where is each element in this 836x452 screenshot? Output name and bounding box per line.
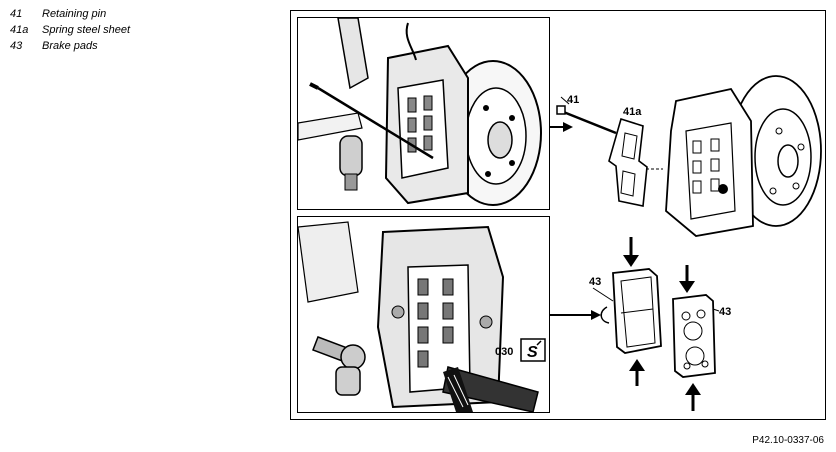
tool-symbol: S (520, 338, 546, 362)
caliper-disc-line-drawing (665, 75, 822, 237)
legend-number: 41 (10, 8, 23, 20)
pointer-arrow-icon (591, 310, 601, 320)
up-arrow-icon (685, 383, 701, 395)
caliper-photo-illustration (298, 18, 549, 209)
legend-item-41: 41 Retaining pin (10, 6, 130, 22)
down-arrow-icon (679, 281, 695, 293)
photo-caliper-cleaning (297, 216, 550, 413)
up-arrow-icon (629, 359, 645, 371)
tool-icon: S (527, 344, 538, 361)
legend-item-41a: 41a Spring steel sheet (10, 22, 130, 38)
legend-number: 43 (10, 40, 23, 52)
legend-description: Retaining pin (42, 8, 107, 20)
figure-id: P42.10-0337-06 (752, 435, 824, 446)
brake-pad-left-drawing (600, 237, 662, 386)
spring-steel-sheet-drawing (608, 117, 663, 207)
down-arrow-icon (623, 255, 639, 267)
callout-spring-sheet: 41a (623, 106, 642, 118)
photo-caliper-pin-removal (297, 17, 550, 210)
callout-brake-pad-left: 43 (589, 276, 601, 288)
legend: 41 Retaining pin 41a Spring steel sheet … (10, 6, 130, 54)
exploded-view-drawing: S 41 41a 43 43 030 (495, 75, 822, 411)
callout-tool: 030 (495, 346, 513, 358)
legend-description: Spring steel sheet (42, 24, 131, 36)
brake-pad-right-drawing (672, 265, 716, 411)
pointer-arrow-icon (563, 122, 573, 132)
legend-number: 41a (10, 24, 29, 36)
legend-item-43: 43 Brake pads (10, 38, 130, 54)
retaining-pin-drawing (556, 96, 617, 135)
diagram-frame: S 41 41a 43 43 030 (290, 10, 826, 420)
legend-description: Brake pads (42, 40, 98, 52)
cleaning-photo-illustration (298, 217, 549, 412)
callout-retaining-pin: 41 (567, 94, 579, 106)
callout-brake-pad-right: 43 (719, 306, 731, 318)
